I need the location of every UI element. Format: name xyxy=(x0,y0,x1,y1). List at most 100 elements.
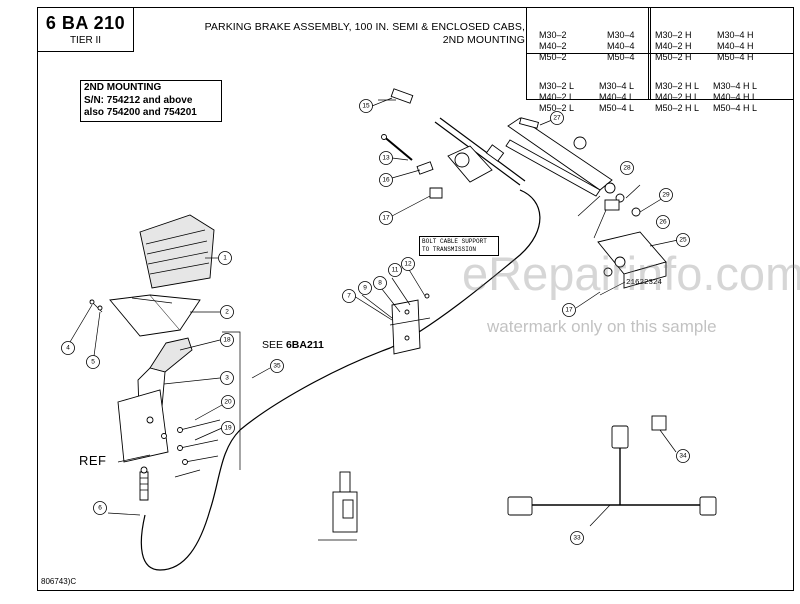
callout-13: 13 xyxy=(379,151,393,165)
svg-text:12: 12 xyxy=(404,261,412,268)
brake-cable-dashed-route xyxy=(519,189,541,256)
svg-text:7: 7 xyxy=(347,293,351,300)
svg-text:19: 19 xyxy=(224,425,232,432)
brake-arm xyxy=(416,145,493,199)
clevis-pin xyxy=(378,88,414,104)
svg-text:18: 18 xyxy=(223,337,231,344)
callout-4: 4 xyxy=(61,341,75,355)
brake-lever-assembly xyxy=(117,337,193,463)
svg-text:16: 16 xyxy=(382,177,390,184)
lever-bezel xyxy=(109,294,201,337)
callout-16: 16 xyxy=(379,173,393,187)
svg-text:11: 11 xyxy=(392,267,399,274)
brake-cable xyxy=(140,189,541,571)
watermark-note: watermark only on this sample xyxy=(487,317,717,336)
callout-35: 35 xyxy=(270,359,284,373)
callout-17-upper: 17 xyxy=(379,211,393,225)
svg-text:25: 25 xyxy=(679,237,687,244)
callout-5: 5 xyxy=(86,355,100,369)
wire-harness xyxy=(507,415,717,516)
svg-text:9: 9 xyxy=(363,285,367,292)
svg-text:17: 17 xyxy=(382,215,390,222)
cable-adjuster xyxy=(139,466,149,501)
callout-2: 2 xyxy=(220,305,234,319)
title-line-1: PARKING BRAKE ASSEMBLY, 100 IN. SEMI & E… xyxy=(204,21,525,33)
callout-28: 28 xyxy=(620,161,634,175)
svg-text:4: 4 xyxy=(66,345,70,352)
svg-text:3: 3 xyxy=(225,375,229,382)
ref-label: REF xyxy=(79,453,107,468)
actuator-bar xyxy=(505,117,641,217)
cable-support-bracket xyxy=(389,299,431,355)
callout-33: 33 xyxy=(570,531,584,545)
svg-text:13: 13 xyxy=(382,155,390,162)
callout-17-lower: 17 xyxy=(562,303,576,317)
svg-text:34: 34 xyxy=(679,453,687,460)
table-column-divider xyxy=(648,7,651,99)
lever-pin xyxy=(381,134,413,161)
mounting-note-line-2: S/N: 754212 and above xyxy=(84,94,193,106)
mounting-bolts xyxy=(174,419,221,478)
svg-text:15: 15 xyxy=(362,103,370,110)
svg-text:5: 5 xyxy=(91,359,95,366)
callout-leaders xyxy=(69,97,679,527)
svg-text:20: 20 xyxy=(224,399,232,406)
callout-25: 25 xyxy=(676,233,690,247)
section-code-box: 6 BA 210 TIER II xyxy=(37,7,134,52)
svg-text:28: 28 xyxy=(623,165,631,172)
callout-19: 19 xyxy=(221,421,235,435)
page-title: PARKING BRAKE ASSEMBLY, 100 IN. SEMI & E… xyxy=(150,21,525,47)
cable-note-line-1: BOLT CABLE SUPPORT xyxy=(422,238,487,245)
callout-1: 1 xyxy=(218,251,232,265)
svg-text:1: 1 xyxy=(223,255,227,262)
mounting-note-line-1: 2ND MOUNTING xyxy=(84,82,162,93)
mounting-note: 2ND MOUNTING S/N: 754212 and above also … xyxy=(80,80,222,122)
callout-20: 20 xyxy=(221,395,235,409)
callout-6: 6 xyxy=(93,501,107,515)
see-ref-bracket xyxy=(222,331,241,470)
bezel-screws xyxy=(89,299,103,313)
svg-text:26: 26 xyxy=(659,219,667,226)
table-row-divider xyxy=(527,53,794,54)
lever-boot xyxy=(139,214,215,289)
section-code: 6 BA 210 xyxy=(45,13,126,33)
svg-text:35: 35 xyxy=(273,363,281,370)
tier-label: TIER II xyxy=(69,35,102,46)
part-reference-number: 21622324 xyxy=(626,279,663,287)
transmission-bracket xyxy=(597,231,667,296)
callout-18: 18 xyxy=(220,333,234,347)
document-number: 806743)C xyxy=(41,577,77,586)
callout-26: 26 xyxy=(656,215,670,229)
page-frame xyxy=(37,7,794,591)
svg-text:29: 29 xyxy=(662,192,670,199)
svg-text:27: 27 xyxy=(553,115,561,122)
callout-8: 8 xyxy=(373,276,387,290)
callout-12: 12 xyxy=(401,257,415,271)
bracket-hardware xyxy=(361,267,430,319)
callout-7: 7 xyxy=(342,289,356,303)
title-line-2: 2ND MOUNTING xyxy=(442,34,525,46)
mounting-note-line-3: also 754200 and 754201 xyxy=(84,107,197,118)
callout-27: 27 xyxy=(550,111,564,125)
svg-text:33: 33 xyxy=(573,535,581,542)
svg-text:17: 17 xyxy=(565,307,573,314)
callout-29: 29 xyxy=(659,188,673,202)
callout-3: 3 xyxy=(220,371,234,385)
linkage-rod xyxy=(434,117,526,186)
callout-15: 15 xyxy=(359,99,373,113)
watermark-brand: eRepairinfo.com xyxy=(462,247,800,300)
svg-text:6: 6 xyxy=(98,505,102,512)
callout-9: 9 xyxy=(358,281,372,295)
callout-11: 11 xyxy=(388,263,402,277)
cable-note-line-2: TO TRANSMISSION xyxy=(422,246,477,253)
